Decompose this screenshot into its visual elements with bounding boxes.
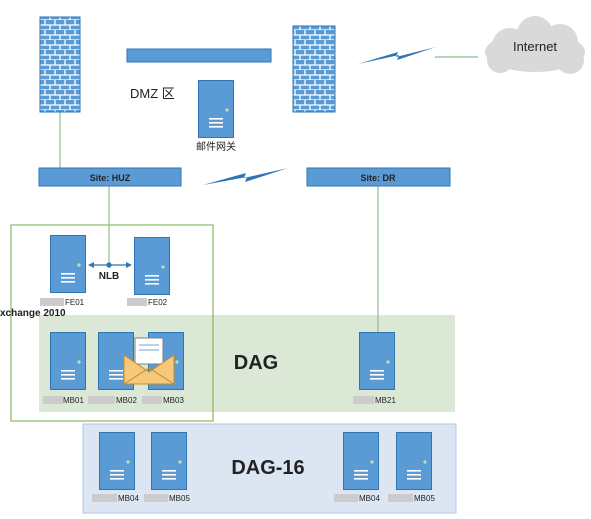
internet-label: Internet [513,39,557,54]
redacted-name-prefixes [40,298,413,502]
server-fe02-label: FE02 [148,298,168,307]
firewall-right [292,25,336,113]
mail-gateway-label: 邮件网关 [196,140,236,153]
site-huz-bar [38,167,182,187]
server-fe01-label: FE01 [65,298,85,307]
wan-link-lightning-icon [203,168,288,185]
firewall-left [39,16,81,113]
server-mb05-right-icon [396,432,432,490]
server-mb05-left-label: MB05 [169,494,190,503]
site-dr-bar [306,167,451,187]
server-mb05-right-label: MB05 [414,494,435,503]
server-mb05-left-icon [151,432,187,490]
mail-envelope-icon [123,337,175,385]
server-fe02-icon [134,237,170,295]
server-mb01-icon [50,332,86,390]
internet-link-lightning-icon [358,47,436,64]
server-mb04-right-icon [343,432,379,490]
internet-cloud-icon [485,16,585,74]
mail-gateway-server-icon [197,80,235,138]
nlb-connector [88,262,132,268]
server-mb04-left-label: MB04 [118,494,139,503]
dag-title: DAG [234,352,278,374]
site-dr-label: Site: DR [360,173,396,183]
dmz-bar [126,48,272,63]
server-mb02-label: MB02 [116,396,137,405]
server-mb03-label: MB03 [163,396,184,405]
exchange-2010-boundary [10,224,214,422]
server-mb21-label: MB21 [375,396,396,405]
dmz-label: DMZ 区 [130,86,175,101]
server-mb04-right-label: MB04 [359,494,380,503]
server-mb21-icon [359,332,395,390]
server-mb04-left-icon [99,432,135,490]
dag16-title: DAG-16 [231,457,304,479]
site-huz-label: Site: HUZ [90,173,131,183]
server-mb01-label: MB01 [63,396,84,405]
nlb-label: NLB [99,271,120,282]
server-fe01-icon [50,235,86,293]
exchange-2010-label: xchange 2010 [0,308,66,319]
